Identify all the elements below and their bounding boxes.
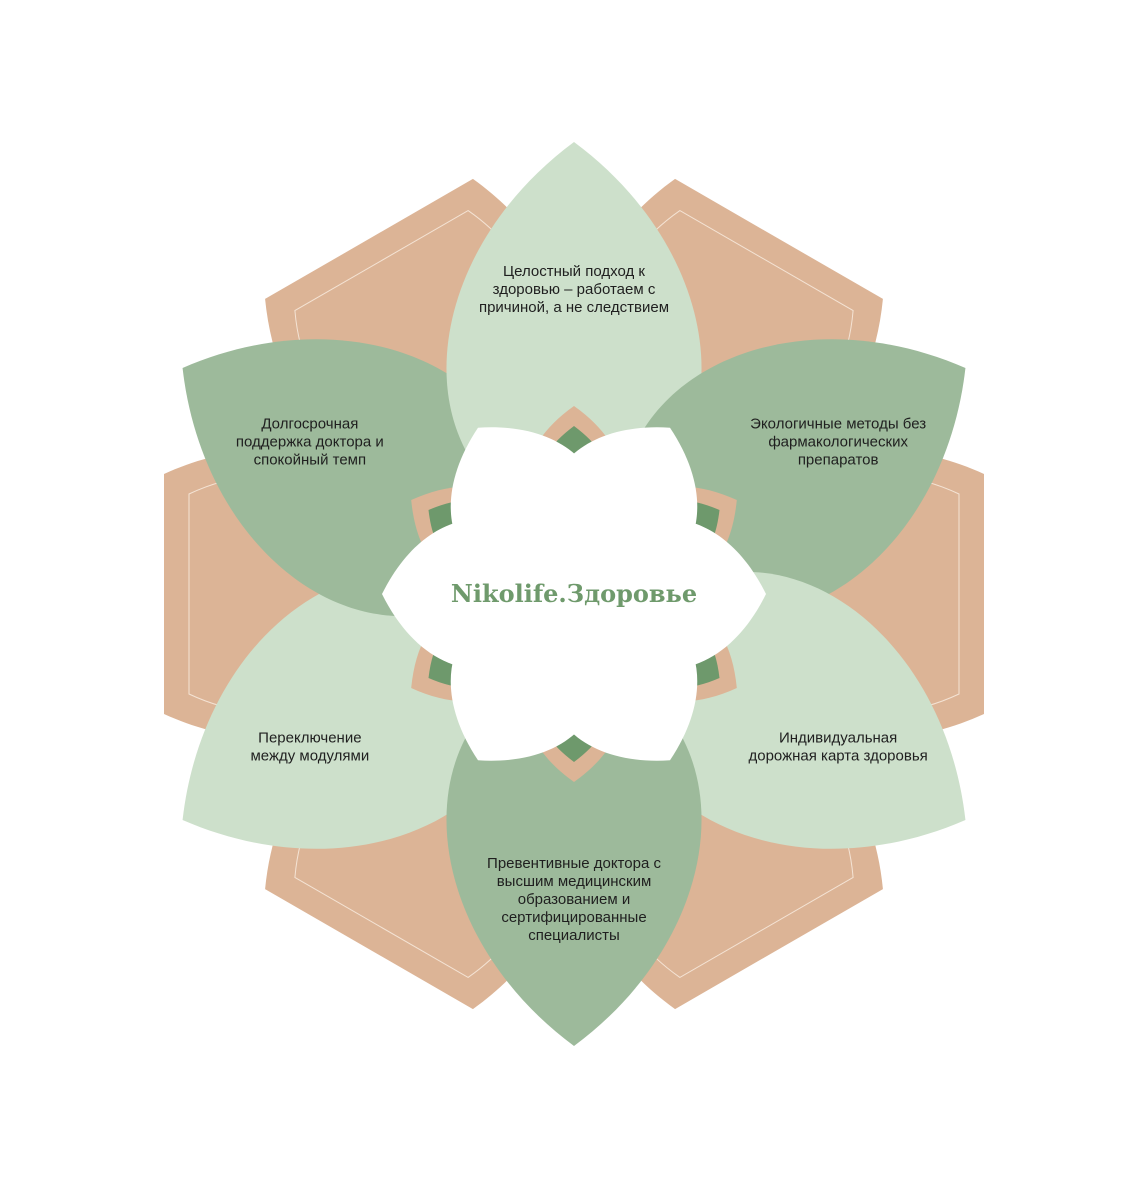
petal-text-line: причиной, а не следствием	[479, 299, 669, 316]
petal-text-line: Долгосрочная	[261, 416, 358, 433]
petal-text-line: специалисты	[528, 927, 620, 944]
center-flower	[382, 427, 766, 761]
petal-text-line: Переключение	[258, 730, 361, 747]
petal-text-line: Экологичные методы без	[750, 416, 926, 433]
petal-text-line: препаратов	[798, 452, 879, 469]
petal-text-line: поддержка доктора и	[236, 434, 384, 451]
center-disc	[479, 499, 669, 689]
petal-text-line: высшим медицинским	[497, 873, 652, 890]
petal-text-line: Превентивные доктора с	[487, 855, 661, 872]
center-title: Nikolife.Здоровье	[451, 579, 697, 608]
petal-text-line: фармакологических	[768, 434, 908, 451]
petal-text-line: дорожная карта здоровья	[749, 748, 928, 765]
petal-text-line: спокойный темп	[254, 452, 367, 469]
petal-text-line: сертифицированные	[501, 909, 646, 926]
petal-text-line: Индивидуальная	[779, 730, 897, 747]
petal-text-line: между модулями	[250, 748, 369, 765]
petal-text-line: здоровью – работаем с	[493, 281, 656, 298]
petal-text-line: образованием и	[518, 891, 631, 908]
petal-text-line: Целостный подход к	[503, 263, 645, 280]
